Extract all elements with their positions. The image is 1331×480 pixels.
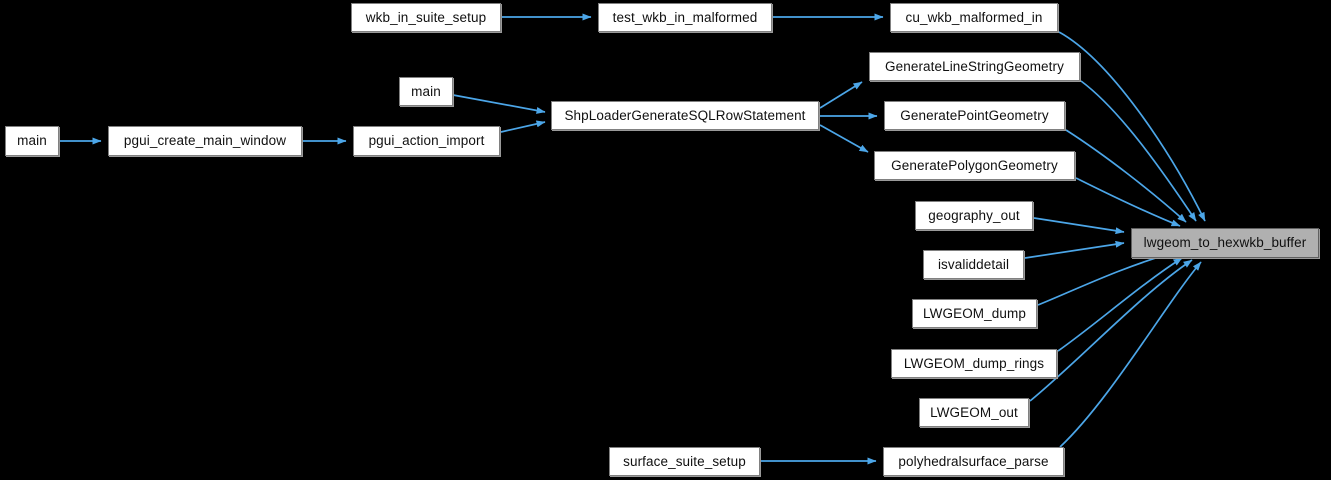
- node-pgui_action_import[interactable]: pgui_action_import: [353, 126, 500, 156]
- edge-shploader-to-gen_polygon: [819, 124, 869, 153]
- node-gen_polygon[interactable]: GeneratePolygonGeometry: [874, 151, 1075, 180]
- node-label: LWGEOM_dump_rings: [903, 355, 1045, 371]
- node-label: main: [17, 133, 47, 149]
- edge-isvaliddetail-to-lwgeom_to_hexwkb: [1024, 240, 1125, 259]
- node-label: GenerateLineStringGeometry: [885, 58, 1064, 74]
- node-surface_suite_setup[interactable]: surface_suite_setup: [609, 447, 760, 476]
- node-label: lwgeom_to_hexwkb_buffer: [1143, 235, 1307, 251]
- node-label: geography_out: [928, 207, 1020, 223]
- edge-lwgeom_dump-to-lwgeom_to_hexwkb: [1037, 251, 1173, 306]
- node-label: wkb_in_suite_setup: [365, 9, 487, 25]
- node-label: cu_wkb_malformed_in: [905, 9, 1043, 25]
- node-main_cli[interactable]: main: [5, 126, 59, 156]
- node-test_wkb_in_malformed[interactable]: test_wkb_in_malformed: [598, 3, 772, 32]
- node-label: surface_suite_setup: [623, 453, 746, 469]
- node-label: LWGEOM_dump: [923, 305, 1026, 321]
- node-label: test_wkb_in_malformed: [612, 9, 758, 25]
- edge-gen_point-to-lwgeom_to_hexwkb: [1065, 129, 1187, 223]
- edge-layer: [59, 13, 1206, 465]
- node-gen_linestring[interactable]: GenerateLineStringGeometry: [869, 52, 1080, 81]
- node-label: pgui_action_import: [368, 133, 485, 149]
- edge-pgui_action_import-to-shploader: [500, 120, 546, 133]
- node-label: GeneratePolygonGeometry: [891, 157, 1058, 173]
- node-label: GeneratePointGeometry: [900, 107, 1049, 123]
- node-wkb_in_suite_setup[interactable]: wkb_in_suite_setup: [351, 3, 501, 32]
- edge-lwgeom_out-to-lwgeom_to_hexwkb: [1029, 259, 1193, 402]
- node-gen_point[interactable]: GeneratePointGeometry: [884, 101, 1065, 130]
- node-label: polyhedralsurface_parse: [898, 453, 1049, 469]
- node-cu_wkb_malformed_in[interactable]: cu_wkb_malformed_in: [890, 3, 1058, 32]
- edge-geography_out-to-lwgeom_to_hexwkb: [1033, 217, 1125, 235]
- node-isvaliddetail[interactable]: isvaliddetail: [923, 250, 1024, 279]
- node-lwgeom_out[interactable]: LWGEOM_out: [919, 398, 1029, 427]
- node-label: isvaliddetail: [937, 256, 1010, 272]
- edge-gen_linestring-to-lwgeom_to_hexwkb: [1080, 80, 1197, 222]
- node-geography_out[interactable]: geography_out: [915, 201, 1033, 230]
- edge-main_loader-to-shploader: [452, 94, 546, 114]
- node-lwgeom_to_hexwkb[interactable]: lwgeom_to_hexwkb_buffer: [1131, 228, 1319, 258]
- edge-cu_wkb_malformed_in-to-lwgeom_to_hexwkb: [1058, 31, 1206, 222]
- edge-shploader-to-gen_linestring: [819, 81, 863, 109]
- edge-gen_polygon-to-lwgeom_to_hexwkb: [1075, 177, 1181, 227]
- node-pgui_create[interactable]: pgui_create_main_window: [108, 126, 302, 156]
- node-label: ShpLoaderGenerateSQLRowStatement: [564, 107, 806, 123]
- node-label: main: [411, 83, 441, 99]
- node-shploader[interactable]: ShpLoaderGenerateSQLRowStatement: [551, 101, 819, 130]
- node-lwgeom_dump[interactable]: LWGEOM_dump: [912, 299, 1037, 328]
- node-polyhedral_parse[interactable]: polyhedralsurface_parse: [883, 447, 1064, 476]
- node-label: pgui_create_main_window: [123, 133, 287, 149]
- node-label: LWGEOM_out: [930, 404, 1018, 420]
- node-main_loader[interactable]: main: [399, 77, 453, 106]
- edge-polyhedral_parse-to-lwgeom_to_hexwkb: [1059, 261, 1202, 448]
- node-lwgeom_dump_rings[interactable]: LWGEOM_dump_rings: [891, 349, 1057, 378]
- edge-lwgeom_dump_rings-to-lwgeom_to_hexwkb: [1057, 257, 1183, 352]
